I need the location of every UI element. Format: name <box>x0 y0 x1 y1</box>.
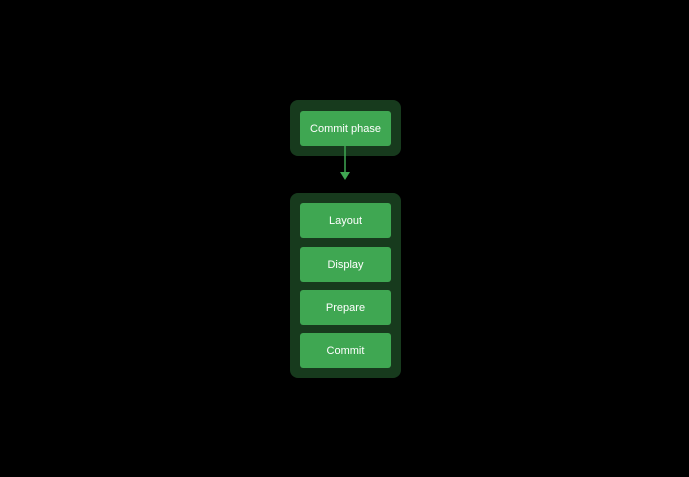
commit-phase-box: Commit phase <box>300 111 391 146</box>
step-prepare-box: Prepare <box>300 290 391 325</box>
step-display-box: Display <box>300 247 391 282</box>
step-layout-box: Layout <box>300 203 391 238</box>
arrow-head <box>340 172 350 180</box>
steps-group: Layout Display Prepare Commit <box>290 193 401 378</box>
step-commit-box: Commit <box>300 333 391 368</box>
commit-phase-group: Commit phase <box>290 100 401 156</box>
